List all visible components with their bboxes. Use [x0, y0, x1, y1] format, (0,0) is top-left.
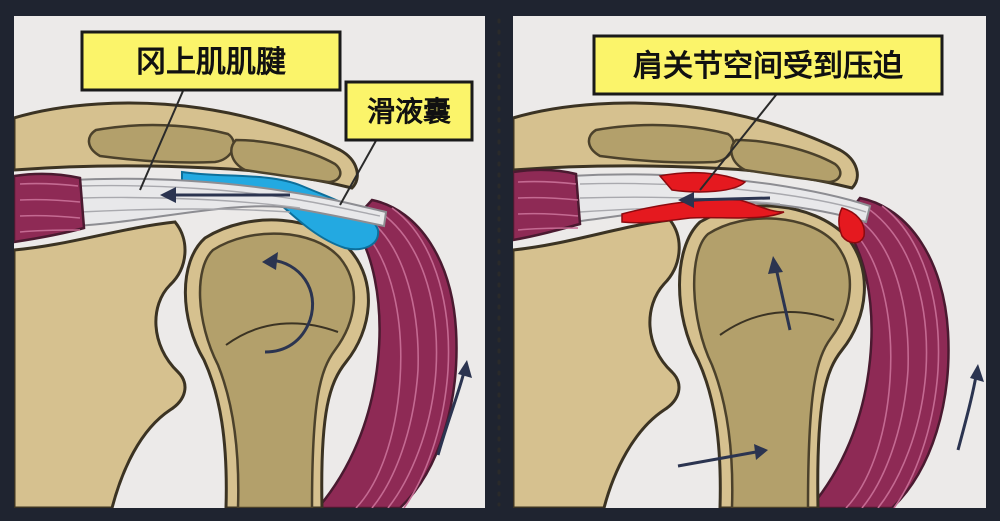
impingement-leader-line	[699, 89, 781, 191]
bursa-leader-line	[339, 129, 383, 206]
tendon-label-text: 冈上肌肌腱	[136, 45, 286, 80]
deltoid-muscle-right	[808, 196, 950, 508]
scapula-bone-right	[513, 218, 681, 508]
deltoid-muscle	[316, 198, 458, 508]
supraspinatus-muscle	[14, 172, 86, 244]
rotation-arrow-icon	[262, 252, 315, 354]
humerus-bone-right	[678, 204, 866, 508]
tendon-label: 冈上肌肌腱	[80, 30, 342, 92]
upward-force-arrow-icon	[768, 256, 792, 331]
left-panel-normal-shoulder: 冈上肌肌腱 滑液囊	[14, 16, 485, 508]
tendon-glide-arrow-icon-right	[678, 192, 771, 208]
arm-lift-arrow-icon-right	[956, 364, 984, 451]
supraspinatus-muscle-right	[513, 168, 582, 242]
tendon-glide-arrow-icon	[160, 187, 290, 203]
bursa-label-text: 滑液囊	[367, 95, 451, 128]
impingement-inflammation	[621, 171, 865, 244]
impingement-label-text: 肩关节空间受到压迫	[633, 49, 904, 84]
acromion-bone-right	[513, 101, 859, 190]
bursa-label: 滑液囊	[344, 80, 474, 142]
tendon-leader-line	[139, 83, 187, 191]
supraspinatus-tendon	[68, 177, 388, 228]
acromion-bone	[14, 101, 359, 190]
right-panel-impinged-shoulder: 肩关节空间受到压迫	[513, 16, 986, 508]
impingement-label: 肩关节空间受到压迫	[592, 34, 944, 96]
arm-lift-arrow-icon	[436, 360, 472, 456]
push-arrow-icon	[677, 444, 768, 468]
scapula-bone	[14, 220, 187, 508]
